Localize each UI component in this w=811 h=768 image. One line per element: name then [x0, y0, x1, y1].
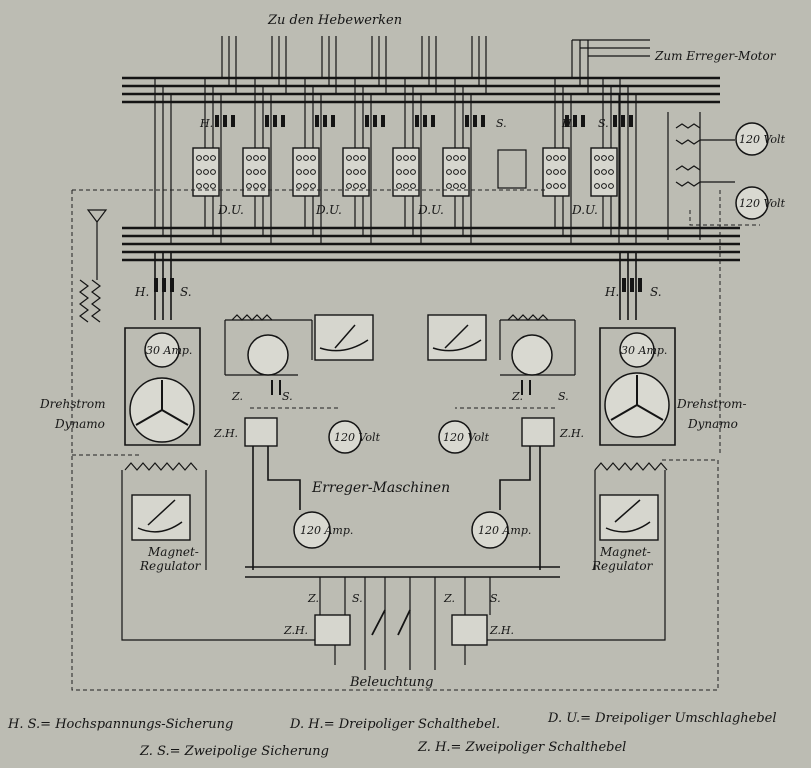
label-zs-right-z: Z.: [511, 390, 523, 403]
du-switch-column: [542, 78, 585, 244]
label-zs-bottom-right-s: S.: [490, 592, 501, 605]
label-amp-right: 30 Amp.: [621, 344, 667, 357]
label-zh-right: Z.H.: [559, 427, 584, 440]
label-zh-bottom-left: Z.H.: [283, 624, 308, 637]
label-zs-bottom-left-s: S.: [352, 592, 363, 605]
spare-switch-box: [497, 149, 527, 189]
label-dynamo-left: Dynamo: [54, 417, 105, 431]
generator-fuse: [170, 278, 174, 292]
du-switch-column: [442, 78, 485, 244]
label-hs-top: H.: [199, 117, 213, 130]
label-amp-left: 30 Amp.: [146, 344, 192, 357]
label-s-left: S.: [180, 285, 192, 299]
label-exciter-motor: Zum Erreger-Motor: [654, 49, 777, 63]
title-hoists: Zu den Hebewerken: [267, 13, 402, 28]
generator-fuse: [638, 278, 642, 292]
ammeter-left-circle: [293, 511, 331, 549]
du-switch-column: [392, 78, 435, 244]
label-regulator-right: Regulator: [591, 559, 654, 573]
label-amp-mid-right: 120 Amp.: [478, 524, 531, 537]
label-volt-mid-right: 120 Volt: [443, 431, 490, 444]
generator-left: [129, 332, 195, 443]
label-zh-left: Z.H.: [213, 427, 238, 440]
zh-switch-right: [521, 417, 555, 447]
label-du-2: D.U.: [315, 203, 342, 217]
label-drehstrom-right: Drehstrom-: [676, 397, 747, 411]
label-exciter-machines: Erreger-Maschinen: [311, 480, 450, 496]
label-zs-bottom-right-z: Z.: [443, 592, 455, 605]
zh-switch-left: [244, 417, 278, 447]
label-s-top-right: S.: [598, 117, 609, 130]
hoist-feeders: [221, 36, 650, 94]
voltage-transformers: [667, 112, 735, 240]
generator-fuse: [622, 278, 626, 292]
label-magnet-left: Magnet-: [147, 545, 199, 559]
legend-zs: Z. S.= Zweipolige Sicherung: [139, 744, 329, 759]
voltmeter-right-circle: [438, 420, 472, 454]
label-du-4: D.U.: [571, 203, 598, 217]
label-s-top: S.: [496, 117, 507, 130]
label-hs-left: H.: [134, 285, 149, 299]
voltmeter-bottom-circle: [735, 186, 769, 220]
label-voltmeter-bottom: 120 Volt: [739, 197, 786, 210]
du-switch-column: [292, 78, 335, 244]
legend-zh: Z. H.= Zweipoliger Schalthebel: [417, 740, 626, 755]
label-zs-left-s: S.: [282, 390, 293, 403]
label-dynamo-right: Dynamo: [687, 417, 738, 431]
generator-fuse: [162, 278, 166, 292]
lightning-arrester: [79, 209, 108, 323]
label-zs-left-z: Z.: [231, 390, 243, 403]
label-lighting: Beleuchtung: [349, 675, 433, 690]
legend-du: D. U.= Dreipoliger Umschlaghebel: [547, 711, 777, 726]
du-switch-column: [590, 78, 633, 244]
voltmeter-left-circle: [328, 420, 362, 454]
label-hs-right: H.: [604, 285, 619, 299]
magnet-regulator-right: [470, 462, 668, 641]
label-magnet-right: Magnet-: [599, 545, 651, 559]
legend-dh: D. H.= Dreipoliger Schalthebel.: [289, 717, 500, 732]
label-voltmeter-top: 120 Volt: [739, 133, 786, 146]
generator-right: [604, 332, 670, 438]
label-hs-top-right: H.: [561, 117, 575, 130]
exciter-bus: [245, 446, 560, 578]
generator-fuse: [154, 278, 158, 292]
ammeter-right-circle: [471, 511, 509, 549]
label-volt-mid-left: 120 Volt: [334, 431, 381, 444]
label-zh-bottom-right: Z.H.: [489, 624, 514, 637]
lighting-circuit: [314, 577, 491, 670]
label-amp-mid-left: 120 Amp.: [300, 524, 353, 537]
label-regulator-left: Regulator: [139, 559, 202, 573]
du-switch-column: [192, 78, 235, 244]
label-zs-right-s: S.: [558, 390, 569, 403]
exciter-right: [427, 314, 576, 395]
legend-hs: H. S.= Hochspannungs-Sicherung: [7, 717, 233, 732]
label-drehstrom-left: Drehstrom: [39, 397, 106, 411]
label-du-3: D.U.: [417, 203, 444, 217]
label-du-1: D.U.: [217, 203, 244, 217]
generator-feeders: [124, 252, 676, 446]
generator-fuse: [630, 278, 634, 292]
du-switch-column: [242, 78, 285, 244]
label-zs-bottom-left-z: Z.: [307, 592, 319, 605]
du-switch-column: [342, 78, 385, 244]
dashed-control-lines: [71, 189, 760, 691]
lower-busbars: [122, 226, 740, 262]
voltmeter-top-circle: [735, 122, 769, 156]
label-s-right: S.: [650, 285, 662, 299]
magnet-regulator-left: [121, 462, 330, 641]
exciter-left: [224, 314, 374, 395]
switch-columns: [154, 78, 642, 292]
